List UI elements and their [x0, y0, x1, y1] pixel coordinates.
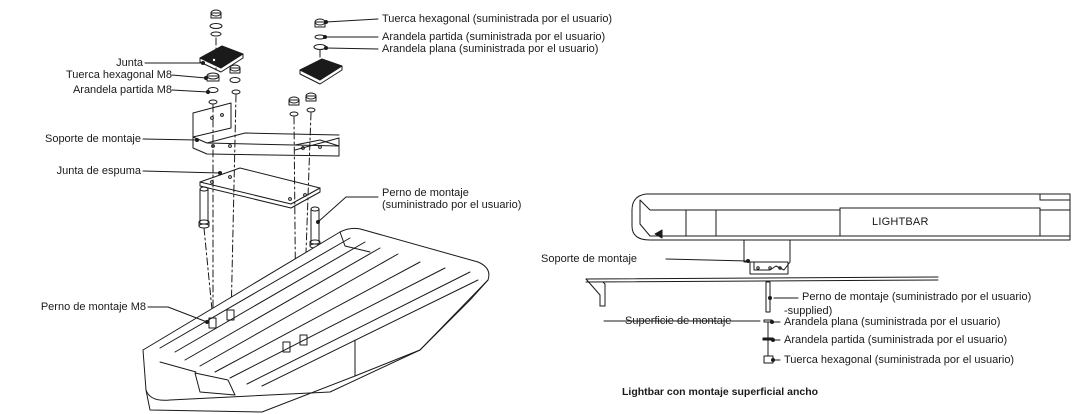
left-leader-dots — [195, 20, 328, 324]
label-flat-washer-user: Arandela plana (suministrada por el usua… — [382, 43, 599, 55]
nut-stack-right-icon — [288, 92, 317, 117]
label-split-washer-m8: Arandela partida M8 — [72, 84, 172, 96]
label-right-flat-washer: Arandela plana (suministrada por el usua… — [784, 316, 1001, 328]
label-split-washer-user: Arandela partida (suministrada por el us… — [382, 31, 606, 43]
lightbar-side-view-icon — [631, 193, 1071, 275]
label-mounting-bolt-user-line1: Perno de montaje — [382, 187, 469, 199]
mounting-bracket-icon — [192, 102, 340, 157]
gasket-pad-left-icon — [199, 45, 244, 73]
left-hardware-stack-icon — [209, 9, 223, 37]
left-leaders — [142, 18, 379, 323]
label-right-bolt-line1: Perno de montaje (suministrado por el us… — [802, 291, 1032, 303]
right-leader-dots — [746, 259, 775, 362]
m8-nut-icon — [206, 72, 220, 105]
label-right-bolt-line2: -supplied) — [784, 305, 833, 317]
bolt-right-icon — [309, 206, 321, 249]
caption-right-diagram: Lightbar con montaje superficial ancho — [622, 386, 819, 398]
label-mounting-bolt-user-line2: (suministrado por el usuario) — [382, 199, 522, 211]
label-mounting-bracket: Soporte de montaje — [44, 133, 141, 145]
label-hex-nut-m8: Tuerca hexagonal M8 — [66, 69, 172, 81]
label-right-mounting-bracket: Soporte de montaje — [541, 253, 638, 265]
label-mounting-bolt-m8: Perno de montaje M8 — [40, 301, 146, 313]
label-foam-gasket: Junta de espuma — [56, 165, 141, 177]
label-mounting-surface: Superficie de montaje — [625, 315, 732, 327]
right-hardware-stack-icon — [313, 18, 327, 50]
gasket-pad-right-icon — [299, 58, 343, 85]
lightbar-housing-icon — [142, 227, 490, 413]
foam-gasket-icon — [199, 167, 321, 209]
nut-stack-mid-icon — [229, 64, 241, 95]
label-lightbar: LIGHTBAR — [872, 216, 929, 228]
label-right-split-washer: Arandela partida (suministrada por el us… — [784, 334, 1008, 346]
label-right-hex-nut: Tuerca hexagonal (suministrada por el us… — [784, 354, 1015, 366]
label-hex-nut-user: Tuerca hexagonal (suministrada por el us… — [382, 13, 613, 25]
right-leaders — [603, 258, 799, 361]
mounting-surface-icon — [585, 276, 939, 307]
label-gasket: Junta — [116, 57, 143, 69]
bolt-stack-icon — [762, 281, 774, 364]
housing-studs-icon — [208, 309, 308, 353]
bolt-left-icon — [198, 186, 210, 229]
